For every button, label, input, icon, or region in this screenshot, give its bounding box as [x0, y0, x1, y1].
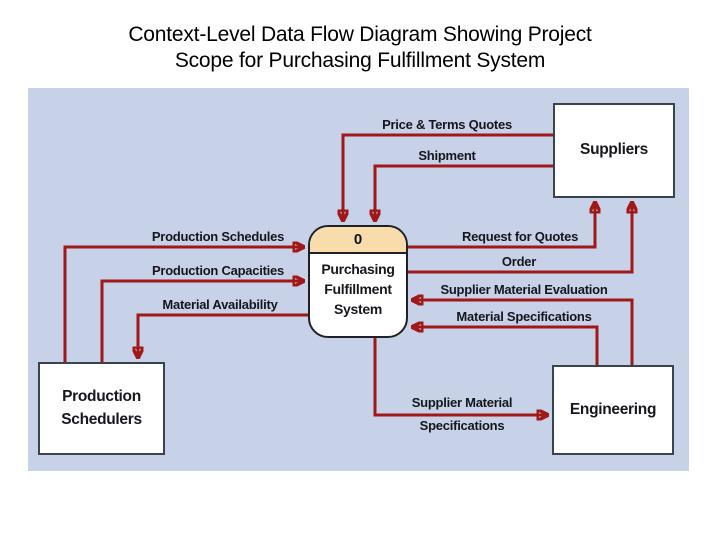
flow-line-material-specifications	[412, 327, 599, 365]
flow-label-production-schedules: Production Schedules	[151, 229, 285, 244]
flow-line-request-for-quotes	[408, 202, 595, 249]
flow-label-price-terms-quotes: Price & Terms Quotes	[382, 117, 512, 132]
entity-engineering: Engineering	[552, 365, 674, 455]
flow-label-shipment: Shipment	[418, 148, 476, 163]
data-flow-arrows-layer	[63, 133, 689, 471]
flow-line-price-terms-quotes	[343, 133, 553, 221]
flow-line-shipment	[375, 164, 553, 221]
page-title-line2: Scope for Purchasing Fulfillment System	[174, 49, 546, 72]
page-title: Context-Level Data Flow Diagram Showing …	[0, 22, 720, 74]
entity-production-schedulers-label: Production Schedulers	[61, 388, 142, 428]
entity-production-schedulers: Production Schedulers	[38, 362, 165, 455]
flow-label-production-capacities: Production Capacities	[152, 263, 284, 278]
flow-line-supplier-material-specifications	[373, 338, 548, 415]
flow-line-production-schedules	[63, 247, 304, 362]
page-title-line1: Context-Level Data Flow Diagram Showing …	[128, 23, 592, 46]
process-number: 0	[353, 231, 363, 248]
process-number-badge: 0	[310, 227, 406, 254]
flow-label-order: Order	[501, 254, 537, 269]
flow-label-supplier-material-specifications-line2: Specifications	[419, 418, 505, 433]
flow-label-supplier-material-specifications-line1: Supplier Material	[411, 395, 513, 410]
entity-suppliers-label: Suppliers	[580, 141, 648, 159]
process-purchasing-fulfillment-system: 0 Purchasing Fulfillment System	[308, 225, 408, 338]
entity-suppliers: Suppliers	[553, 103, 675, 198]
entity-engineering-label: Engineering	[569, 400, 657, 418]
process-name: Purchasing Fulfillment System	[321, 261, 395, 317]
diagram-canvas: Suppliers Production Schedulers Engineer…	[28, 88, 689, 471]
flow-line-production-capacities	[100, 281, 304, 362]
flow-line-material-availability	[138, 313, 308, 358]
flow-line-order	[408, 202, 632, 274]
flow-label-request-for-quotes: Request for Quotes	[461, 229, 579, 244]
flow-label-material-specifications: Material Specifications	[456, 309, 592, 324]
flow-line-supplier-material-evaluation	[412, 300, 634, 365]
flow-label-material-availability: Material Availability	[162, 297, 278, 312]
flow-label-supplier-material-evaluation: Supplier Material Evaluation	[440, 282, 608, 297]
